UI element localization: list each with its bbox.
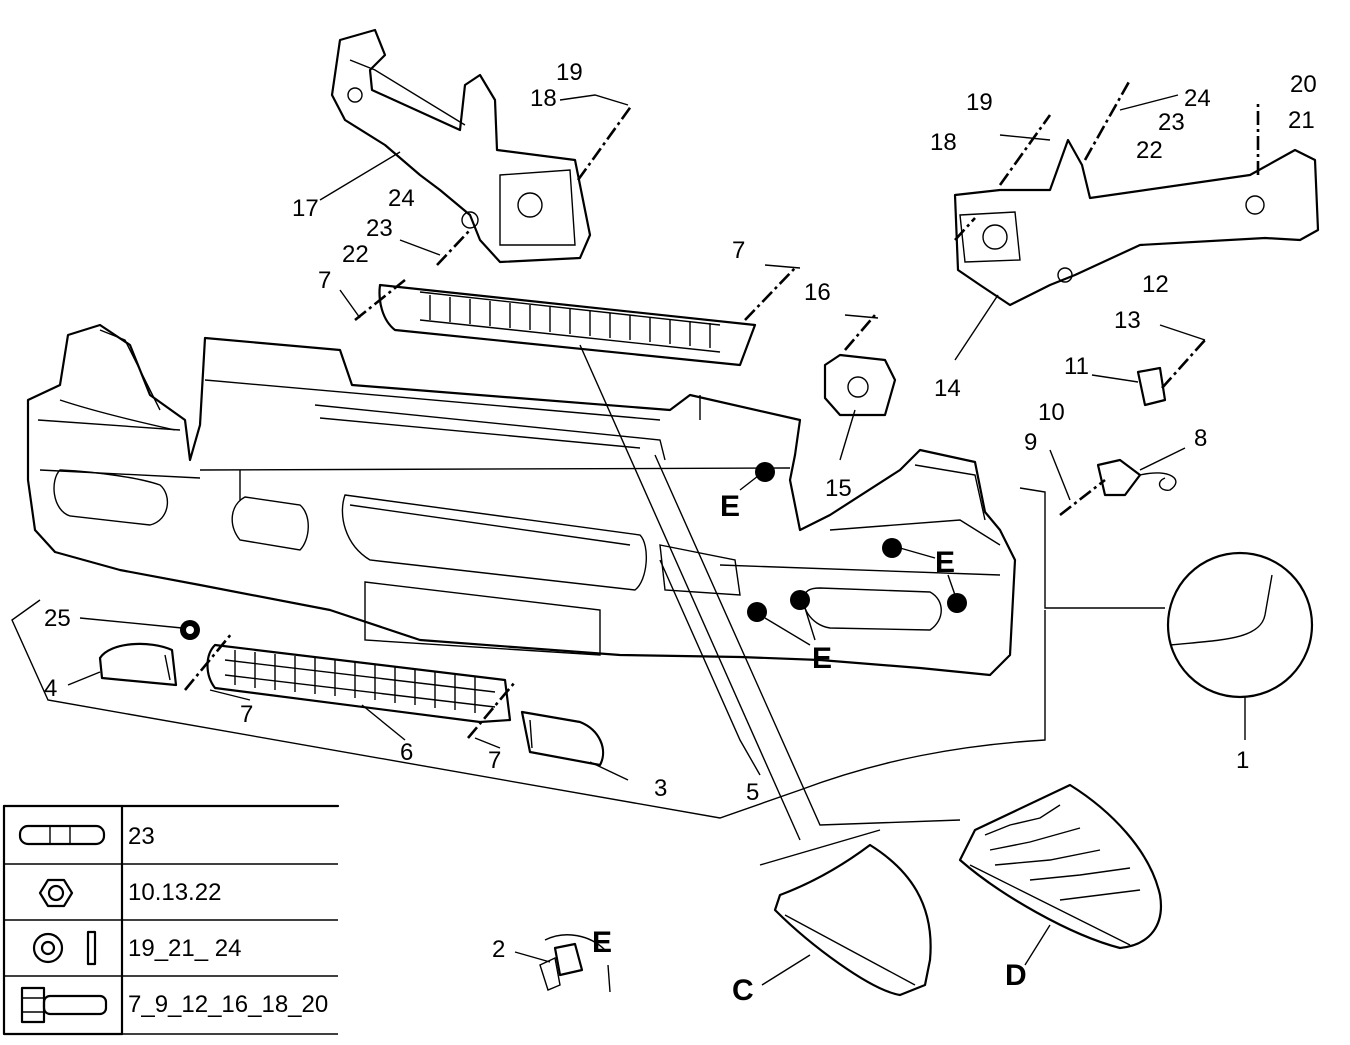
callout-16: 16 [804,279,831,306]
callout-5: 5 [746,779,759,806]
leader-d [654,454,961,826]
legend-row-4-text: 7_9_12_16_18_20 [128,991,328,1018]
legend-row-3-text: 19_21_ 24 [128,935,241,962]
bolt-icon [20,986,108,1024]
callout-9: 9 [1024,429,1037,456]
lower-grille [183,632,516,739]
callout-15: 15 [825,475,852,502]
callout-12: 12 [1142,271,1169,298]
bumper-body [26,323,1017,677]
leader-lines [67,94,1206,986]
legend-row-1-text: 23 [128,823,155,850]
callout-24-a: 24 [388,185,415,212]
callout-14: 14 [934,375,961,402]
lower-group-outline [11,599,1046,819]
clip-8 [1059,458,1177,517]
letter-c: C [732,974,754,1007]
callout-22-b: 22 [1136,137,1163,164]
leader-c [579,344,801,841]
letter-e-4: E [592,926,612,959]
detail-circle-1 [1166,551,1314,740]
callout-18-a: 18 [530,85,557,112]
callout-13: 13 [1114,307,1141,334]
callout-10: 10 [1038,399,1065,426]
clip-11 [1136,339,1206,407]
callout-7-a: 7 [318,267,331,294]
cap-3 [520,710,605,767]
callout-22-a: 22 [342,241,369,268]
screw-25 [180,620,200,640]
callout-17: 17 [292,195,319,222]
upper-grille [354,267,796,367]
mount-plate-15 [823,314,897,417]
callout-7-c: 7 [240,701,253,728]
screw-2 [514,934,611,993]
letter-e-2: E [935,546,955,579]
callout-7-d: 7 [488,747,501,774]
callout-4: 4 [44,675,57,702]
callout-11: 11 [1064,353,1089,380]
letter-e-3: E [812,642,832,675]
callout-18-b: 18 [930,129,957,156]
callout-23-b: 23 [1158,109,1185,136]
bracket-14 [953,79,1320,307]
callout-3: 3 [654,775,667,802]
callout-labels: 1 2 3 4 5 6 7 7 7 7 8 9 10 11 12 13 14 1… [44,59,1317,1007]
callout-19-b: 19 [966,89,993,116]
e-point-markers [739,462,967,646]
washer-icon [32,930,97,966]
callout-20: 20 [1290,71,1317,98]
callout-7-b: 7 [732,237,745,264]
detail-1-connector [1019,487,1165,609]
callout-25: 25 [44,605,71,632]
detail-d [958,783,1163,950]
bracket-17 [330,28,634,266]
nut-icon [38,878,74,908]
letter-e-1: E [720,490,740,523]
callout-8: 8 [1194,425,1207,452]
plug-icon [18,824,106,846]
detail-c [759,829,932,997]
letter-d: D [1005,959,1027,992]
callout-23-a: 23 [366,215,393,242]
callout-2: 2 [492,936,505,963]
cap-4 [98,642,178,687]
callout-1: 1 [1236,747,1249,774]
fastener-legend: 23 10.13.22 19_21_ 24 7_9_12_16_18_20 [2,804,340,1036]
callout-21: 21 [1288,107,1315,134]
legend-row-2-text: 10.13.22 [128,879,221,906]
callout-19-a: 19 [556,59,583,86]
callout-24-b: 24 [1184,85,1211,112]
callout-6: 6 [400,739,413,766]
